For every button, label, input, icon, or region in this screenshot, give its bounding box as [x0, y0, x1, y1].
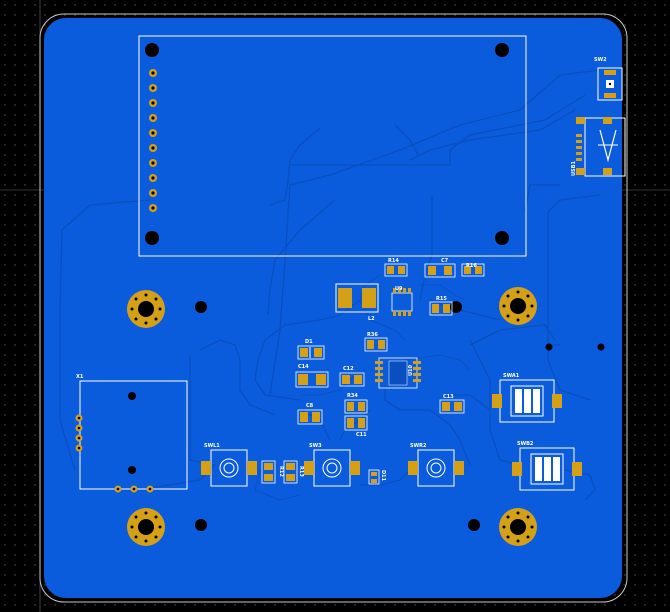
- label-x1: X1: [76, 374, 84, 380]
- label-c12: C12: [343, 366, 354, 372]
- swr2-tactile-switch: [408, 449, 464, 487]
- c8-capacitor: [297, 409, 323, 425]
- r16-resistor: [461, 263, 485, 277]
- u10-ic: [375, 357, 421, 389]
- label-usb1: USB1: [571, 161, 577, 176]
- label-c8: C8: [306, 403, 314, 409]
- label-l2: L2: [368, 316, 375, 322]
- mounting-hole-tr: [499, 287, 537, 325]
- label-u9: U9: [395, 286, 403, 292]
- c13-capacitor: [439, 399, 465, 414]
- label-c7: C7: [441, 258, 449, 264]
- drill-holes: [195, 301, 605, 531]
- c12-capacitor: [339, 372, 365, 387]
- label-u10: U10: [408, 364, 414, 376]
- label-r13: R13: [298, 466, 304, 477]
- sw3-tactile-switch: [304, 449, 360, 487]
- label-r12: R12: [278, 466, 284, 477]
- c11-capacitor: [344, 415, 368, 431]
- label-c11: C11: [356, 432, 367, 438]
- label-sw3: SW3: [309, 443, 322, 449]
- c14-capacitor: [295, 371, 329, 388]
- trace-group-thin: [254, 274, 471, 501]
- mounting-hole-bl: [127, 508, 165, 546]
- mounting-hole-br: [499, 508, 537, 546]
- display-header-pins: [149, 69, 157, 212]
- d1-diode: [297, 345, 325, 360]
- label-sw2: SW2: [594, 57, 607, 63]
- l2-inductor: [335, 283, 379, 313]
- u9-ic: [391, 288, 413, 316]
- label-r34: R34: [347, 393, 358, 399]
- d11-diode: [368, 469, 380, 485]
- label-r36: R36: [367, 332, 378, 338]
- copper-pour: [44, 18, 622, 598]
- label-r16: R16: [466, 263, 477, 269]
- label-d1: D1: [305, 339, 313, 345]
- label-swr2: SWR2: [410, 443, 427, 449]
- label-swa1: SWA1: [503, 373, 520, 379]
- sw2-switch: [597, 67, 623, 101]
- x1-module: [75, 380, 188, 493]
- label-c13: C13: [443, 394, 454, 400]
- r13-resistor: [283, 460, 298, 484]
- usb1-connector: [576, 117, 626, 177]
- r14-resistor: [384, 263, 408, 277]
- swb2-switch: [512, 447, 582, 491]
- label-swb2: SWB2: [517, 441, 534, 447]
- label-d11: D11: [380, 470, 386, 482]
- trace-group: [59, 69, 601, 501]
- label-r15: R15: [436, 296, 447, 302]
- display-mounting-holes: [145, 43, 509, 245]
- r34-resistor: [344, 399, 368, 414]
- r36-resistor: [364, 337, 388, 352]
- board-outline: [39, 13, 628, 603]
- label-swl1: SWL1: [204, 443, 220, 449]
- label-c14: C14: [298, 364, 309, 370]
- mounting-hole-tl: [127, 290, 165, 328]
- label-r14: R14: [388, 258, 399, 264]
- swl1-tactile-switch: [201, 449, 257, 487]
- r12-resistor: [261, 460, 276, 484]
- display-module-outline: [138, 35, 527, 257]
- swa1-switch: [492, 379, 562, 423]
- r15-resistor: [429, 301, 453, 316]
- silkscreen-labels: SW2 USB1 X1 L2 R14 C7 R16 U9 R15 D1 R36 …: [76, 57, 607, 482]
- c7-capacitor: [424, 263, 456, 278]
